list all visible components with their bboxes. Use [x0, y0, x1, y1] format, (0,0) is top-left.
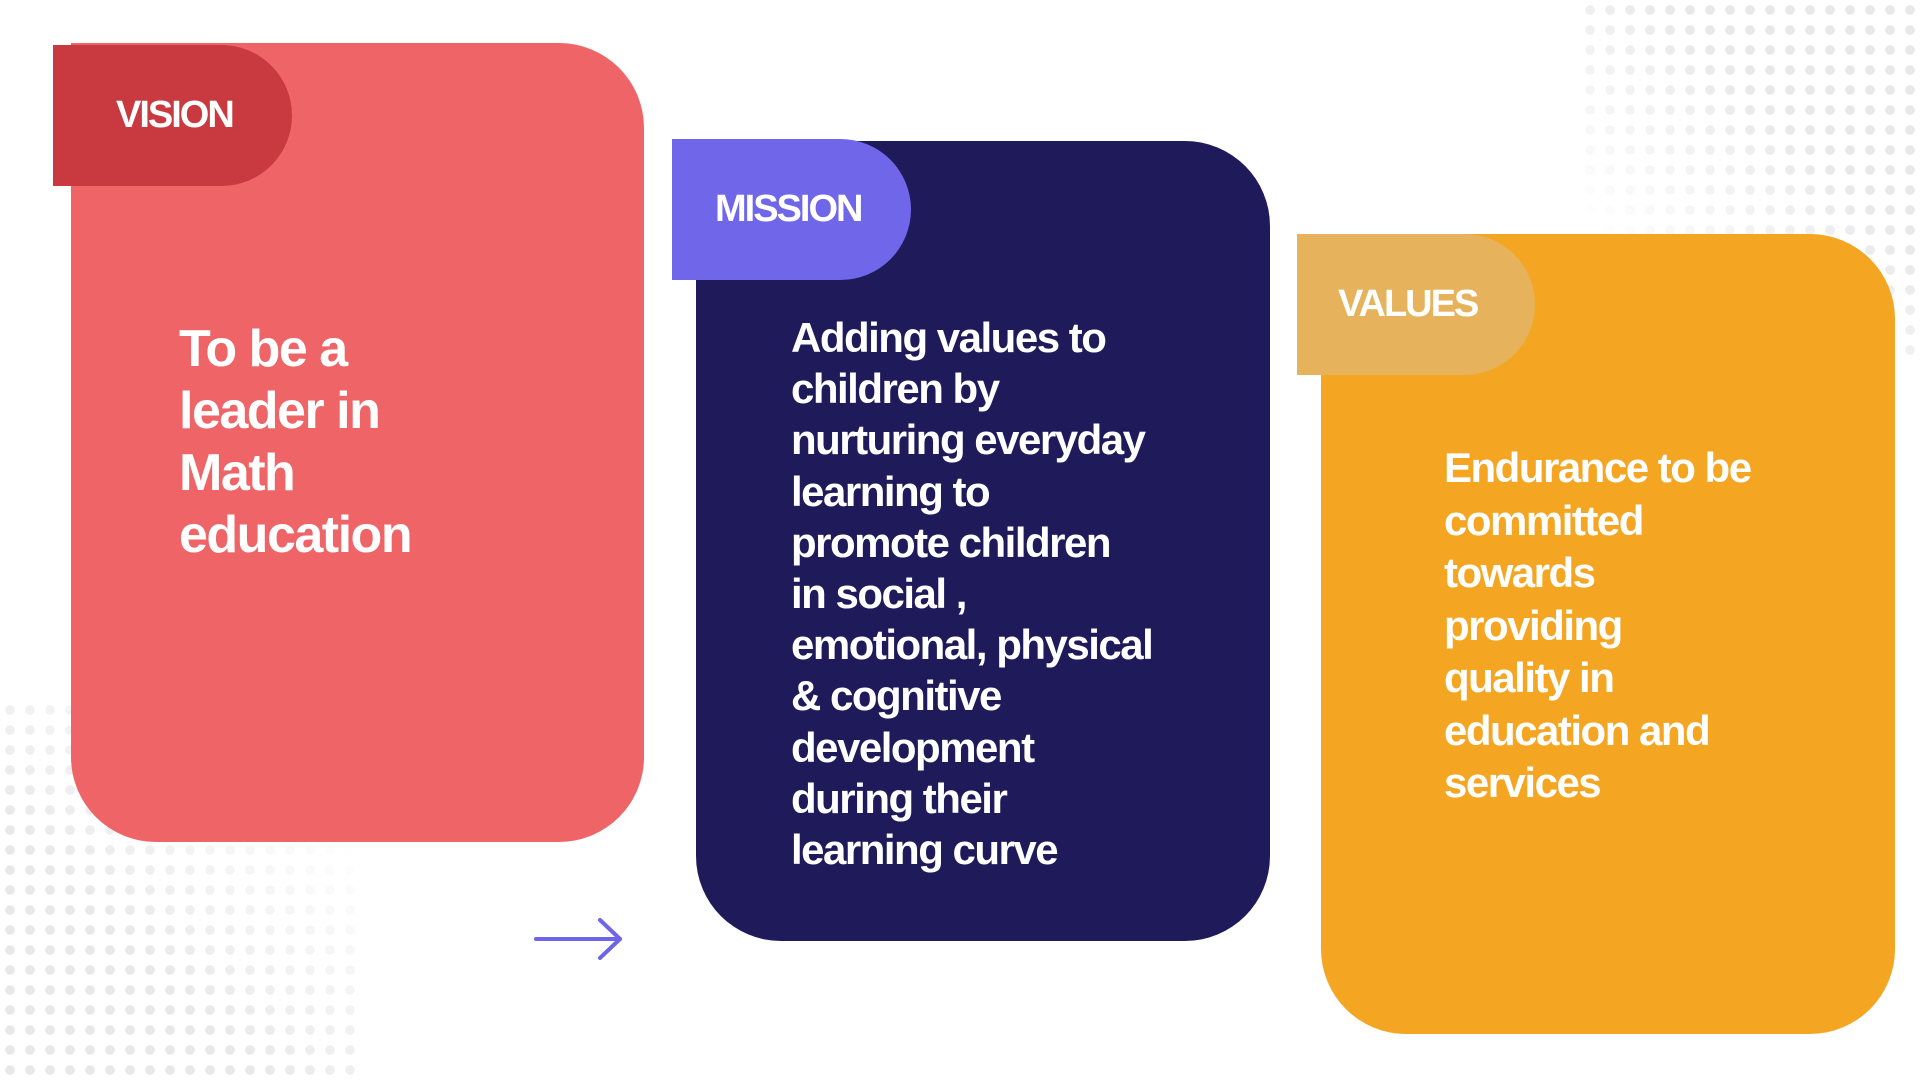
values-line: quality in	[1444, 654, 1615, 701]
values-tab: VALUES	[1297, 234, 1535, 375]
vision-statement: To be a leader in Math education	[179, 318, 413, 566]
vision-line: Math	[179, 444, 296, 502]
values-line: services	[1444, 759, 1602, 806]
mission-line: & cognitive	[791, 672, 1002, 720]
mission-line: Adding values to	[791, 314, 1107, 361]
mission-line: learning curve	[791, 826, 1059, 874]
vision-tab: VISION	[53, 45, 292, 186]
vision-line: leader in	[179, 382, 381, 440]
vision-line: To be a	[179, 320, 348, 378]
mission-line: in social ,	[791, 570, 967, 618]
values-line: education and	[1444, 706, 1711, 754]
mission-line: development	[791, 723, 1035, 771]
mission-line: learning to	[791, 467, 991, 515]
mission-line: emotional, physical	[791, 621, 1154, 669]
arrow-head	[598, 918, 622, 960]
values-statement: Endurance to be committed towards provid…	[1444, 442, 1752, 810]
values-line: providing	[1444, 601, 1623, 649]
mission-tab: MISSION	[672, 139, 911, 280]
vision-line: education	[179, 506, 413, 564]
mission-line: promote children	[791, 518, 1112, 566]
values-line: committed	[1444, 496, 1644, 544]
values-line: Endurance to be	[1444, 444, 1752, 491]
values-line: towards	[1444, 549, 1596, 596]
arrow-right-icon	[534, 918, 622, 960]
mission-statement: Adding values to children by nurturing e…	[791, 312, 1154, 875]
mission-line: nurturing everyday	[791, 416, 1146, 464]
mission-line: children by	[791, 365, 1000, 413]
mission-line: during their	[791, 774, 1008, 822]
